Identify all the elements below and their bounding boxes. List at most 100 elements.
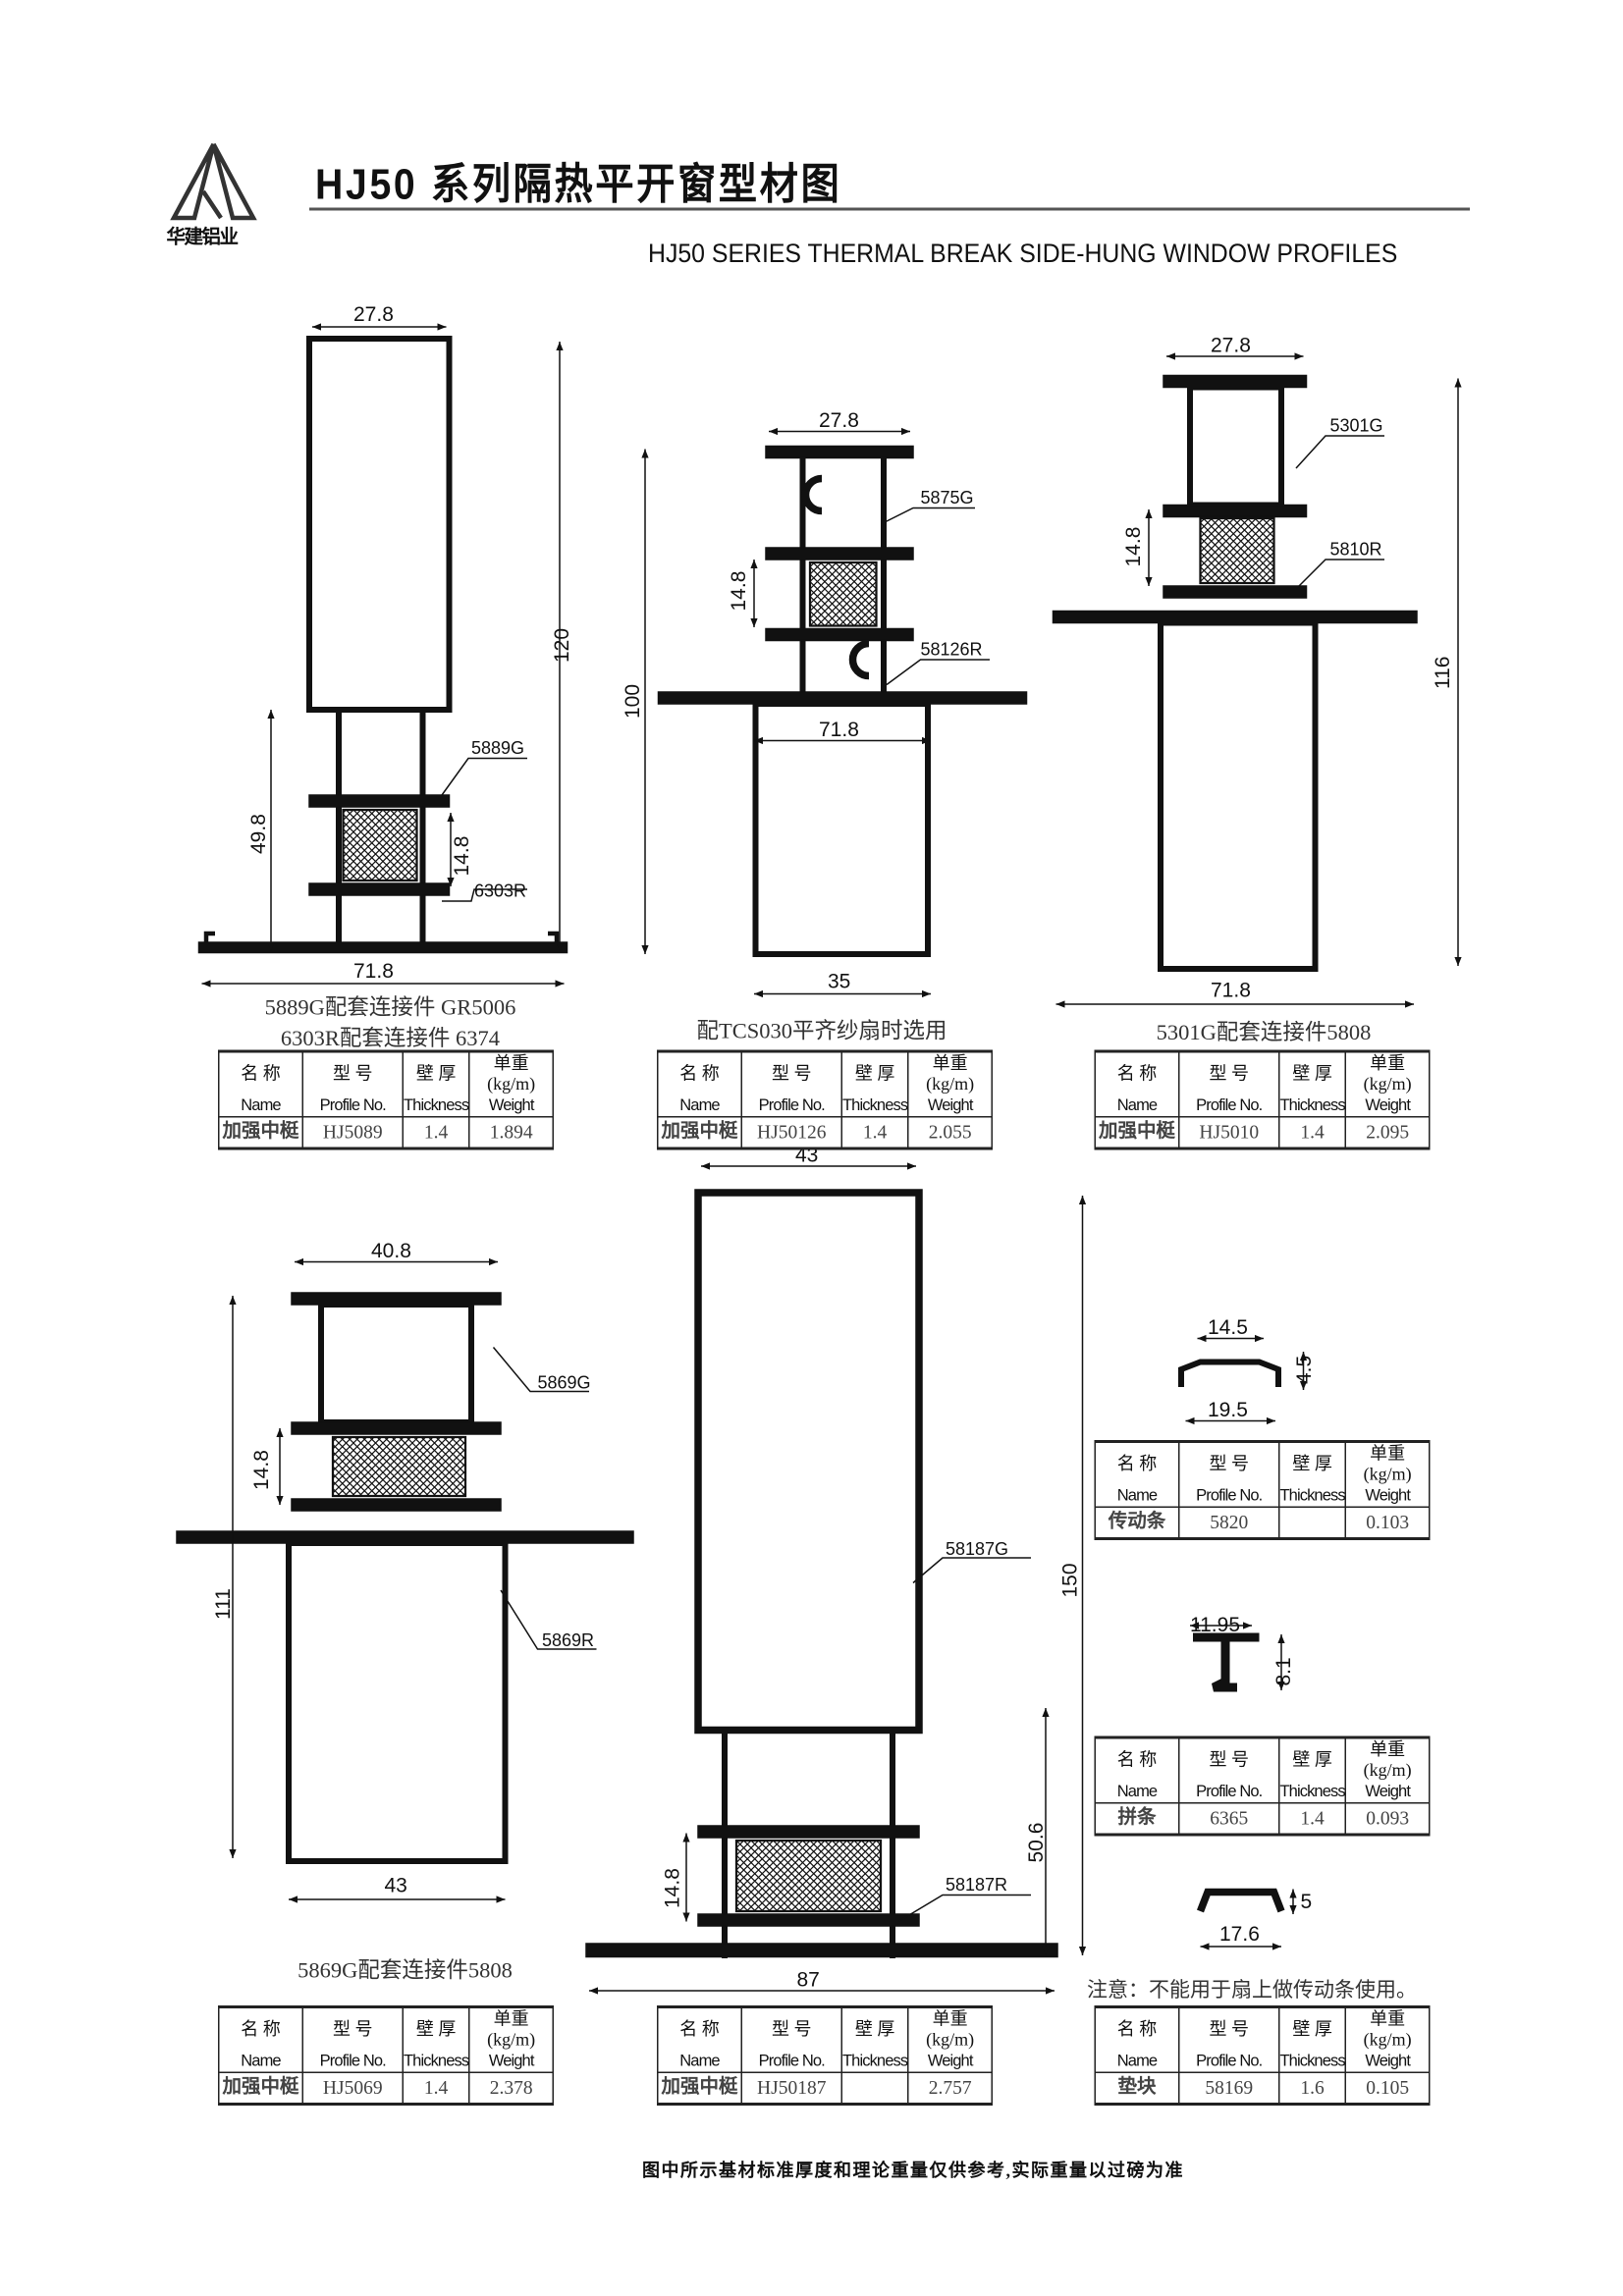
header-profile: 型 号: [301, 1049, 404, 1095]
header-thickness-en: Thickness: [1277, 1484, 1347, 1508]
profile-hj50126-drawing: [641, 427, 1028, 998]
header-profile-en: Profile No.: [1178, 1094, 1280, 1118]
header-weight: 单重(kg/m): [1344, 1440, 1431, 1484]
cell-weight: 0.093: [1344, 1802, 1431, 1837]
header-weight-en: Weight: [468, 2050, 555, 2073]
dim-top-width: 27.8: [353, 303, 394, 326]
header-name-en: Name: [657, 2050, 742, 2073]
cell-profile-no: HJ50187: [740, 2071, 842, 2106]
dim-lower-height: 50.6: [1025, 1823, 1048, 1863]
cell-profile-no: HJ5069: [301, 2071, 404, 2106]
cell-name: 拼条: [1094, 1802, 1180, 1837]
header-name-en: Name: [218, 1094, 303, 1118]
header-profile: 型 号: [1178, 1735, 1280, 1781]
header-weight: 单重(kg/m): [1344, 2005, 1431, 2050]
profile-hj50187-drawing: [585, 1162, 1087, 1995]
part-label: 5889G: [471, 738, 524, 758]
dim-base-width: 71.8: [353, 960, 394, 983]
header-weight: 单重(kg/m): [907, 1049, 994, 1095]
profile-hj5010-drawing: [1052, 352, 1462, 1008]
header-name: 名 称: [218, 2005, 303, 2050]
part-label: 58187G: [946, 1539, 1008, 1559]
dim-height: 4.5: [1293, 1356, 1316, 1384]
header-name-en: Name: [1094, 1780, 1180, 1804]
header-thickness: 壁 厚: [1277, 1440, 1347, 1484]
profile-caption: 配TCS030平齐纱扇时选用: [696, 1020, 947, 1044]
dim-box-width: 35: [828, 971, 850, 993]
cell-thickness: 1.4: [840, 1116, 909, 1150]
dim-height: 8.1: [1272, 1657, 1295, 1685]
cell-thickness: 1.4: [402, 2071, 470, 2106]
cell-name: 加强中梃: [218, 1116, 303, 1150]
cell-weight: 2.378: [468, 2071, 555, 2106]
header-weight-en: Weight: [1344, 2050, 1431, 2073]
header-name: 名 称: [218, 1049, 303, 1095]
header-profile-en: Profile No.: [301, 1094, 404, 1118]
header-thickness-en: Thickness: [1277, 1780, 1347, 1804]
cell-profile-no: 6365: [1178, 1802, 1280, 1837]
cell-thickness: 1.4: [1277, 1802, 1347, 1837]
header-name-en: Name: [1094, 2050, 1180, 2073]
footer-disclaimer: 图中所示基材标准厚度和理论重量仅供参考,实际重量以过磅为准: [641, 2160, 1185, 2181]
profile-6365-drawing: [1190, 1622, 1285, 1692]
part-label: 58187R: [946, 1875, 1007, 1895]
title-divider: [309, 207, 1470, 211]
header-thickness: 壁 厚: [1277, 1735, 1347, 1781]
dim-height: 120: [551, 628, 573, 663]
cell-weight: 2.055: [907, 1116, 994, 1150]
header-thickness: 壁 厚: [402, 2005, 470, 2050]
header-name: 名 称: [1094, 1049, 1180, 1095]
profile-caption: 5869G配套连接件5808: [298, 1959, 513, 1984]
dim-width: 11.95: [1190, 1614, 1240, 1636]
dim-height: 5: [1301, 1891, 1313, 1913]
header-thickness: 壁 厚: [1277, 2005, 1347, 2050]
header-thickness-en: Thickness: [1277, 1094, 1347, 1118]
header-weight: 单重(kg/m): [1344, 1735, 1431, 1781]
cell-profile-no: HJ5010: [1178, 1116, 1280, 1150]
dim-flange-width: 71.8: [819, 719, 859, 741]
header-profile-en: Profile No.: [1178, 2050, 1280, 2073]
part-label: 5810R: [1330, 540, 1382, 560]
part-label: 5875G: [921, 488, 974, 507]
header-name: 名 称: [1094, 1440, 1180, 1484]
cell-profile-no: HJ5089: [301, 1116, 404, 1150]
dim-base-width: 19.5: [1208, 1399, 1248, 1421]
cell-name: 加强中梃: [657, 1116, 742, 1150]
header-profile: 型 号: [1178, 1049, 1280, 1095]
header-weight-en: Weight: [1344, 1780, 1431, 1804]
header-name-en: Name: [1094, 1094, 1180, 1118]
company-logo-icon: [170, 142, 257, 221]
cell-thickness: [1277, 1506, 1347, 1540]
header-thickness-en: Thickness: [402, 1094, 470, 1118]
header-name-en: Name: [1094, 1484, 1180, 1508]
part-label: 58126R: [921, 640, 983, 660]
header-profile: 型 号: [301, 2005, 404, 2050]
profile-58169-drawing: [1196, 1888, 1297, 1950]
header-thickness-en: Thickness: [402, 2050, 470, 2073]
cell-weight: 0.103: [1344, 1506, 1431, 1540]
header-weight: 单重(kg/m): [907, 2005, 994, 2050]
header-weight-en: Weight: [468, 1094, 555, 1118]
header-profile: 型 号: [740, 1049, 842, 1095]
part-label: 5869R: [542, 1630, 594, 1650]
dim-break-width: 14.8: [662, 1868, 684, 1908]
dim-break-width: 14.8: [451, 836, 473, 877]
header-profile-en: Profile No.: [301, 2050, 404, 2073]
header-thickness: 壁 厚: [840, 2005, 909, 2050]
dim-height: 116: [1432, 657, 1454, 689]
part-label: 5869G: [538, 1373, 591, 1393]
cell-name: 垫块: [1094, 2071, 1180, 2106]
part-label: 6303R: [474, 881, 526, 901]
cell-name: 加强中梃: [657, 2071, 742, 2106]
header-profile: 型 号: [1178, 2005, 1280, 2050]
